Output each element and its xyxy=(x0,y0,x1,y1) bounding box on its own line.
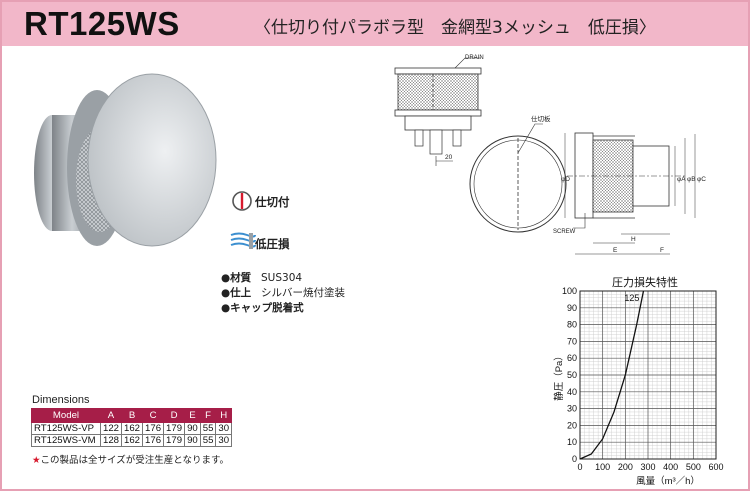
product-description: 〈仕切り付パラボラ型 金網型3メッシュ 低圧損〉 xyxy=(254,18,656,38)
label-phi-a: φA xyxy=(677,176,686,183)
spec-finish-value: シルバー焼付塗装 xyxy=(261,287,345,299)
label-drain: DRAIN xyxy=(465,55,484,61)
col-model: Model xyxy=(31,408,101,423)
label-phi-b: φB xyxy=(687,176,696,183)
label-f: F xyxy=(660,247,664,254)
y-tick-label: 20 xyxy=(567,420,577,430)
chart-y-axis-label: 静圧（Pa） xyxy=(553,351,565,401)
col-f: F xyxy=(199,408,217,423)
x-tick-label: 100 xyxy=(595,462,610,472)
plot-frame xyxy=(579,290,717,460)
col-b: B xyxy=(121,408,144,423)
table-cell: RT125WS-VP xyxy=(31,422,101,435)
note-star: ★ xyxy=(32,455,41,466)
table-row: RT125WS-VM 128 162 176 179 90 55 30 xyxy=(31,434,233,447)
table-cell: RT125WS-VM xyxy=(31,434,101,447)
front-view xyxy=(469,123,567,233)
x-tick-label: 200 xyxy=(618,462,633,472)
y-tick-label: 90 xyxy=(567,303,577,313)
feature-label-partition: 仕切付 xyxy=(255,195,290,209)
y-tick-label: 80 xyxy=(567,320,577,330)
table-cell: 179 xyxy=(163,434,186,447)
table-cell: 176 xyxy=(142,434,165,447)
chart-ticks: 0 100 200 300 400 500 600 0 10 20 30 40 50 60 70 80 90 10… xyxy=(562,286,724,472)
y-tick-label: 30 xyxy=(567,404,577,414)
parabola-cap xyxy=(87,73,217,247)
table-cell: 162 xyxy=(121,422,144,435)
dimensions-title: Dimensions xyxy=(32,394,90,406)
table-cell: 90 xyxy=(184,422,201,435)
label-e: E xyxy=(613,247,618,254)
x-tick-label: 400 xyxy=(663,462,678,472)
col-e: E xyxy=(184,408,201,423)
table-cell: 122 xyxy=(99,422,123,435)
series-label: 125 xyxy=(624,293,639,303)
spec-finish-key: ●仕上 xyxy=(221,287,252,299)
x-tick-label: 300 xyxy=(640,462,655,472)
y-tick-label: 50 xyxy=(567,370,577,380)
spec-cap: ●キャップ脱着式 xyxy=(221,300,304,315)
spec-cap-key: ●キャップ脱着式 xyxy=(221,302,304,314)
chart-title: 圧力損失特性 xyxy=(612,275,678,289)
chart-x-axis-label: 風量（m³／h） xyxy=(636,475,700,487)
label-screw: SCREW xyxy=(553,229,576,235)
table-cell: 179 xyxy=(163,422,186,435)
feature-label-low-pressure: 低圧損 xyxy=(255,237,290,251)
y-tick-label: 100 xyxy=(562,286,577,296)
table-cell: 128 xyxy=(99,434,123,447)
table-cell: 30 xyxy=(215,434,233,447)
col-d: D xyxy=(163,408,186,423)
table-cell: 176 xyxy=(142,422,165,435)
table-cell: 162 xyxy=(121,434,144,447)
low-pressure-loss-icon xyxy=(230,232,256,249)
spec-material-value: SUS304 xyxy=(261,272,303,284)
header-bar: RT125WS 〈仕切り付パラボラ型 金網型3メッシュ 低圧損〉 xyxy=(2,2,748,46)
spec-finish: ●仕上シルバー焼付塗装 xyxy=(221,285,345,300)
col-c: C xyxy=(142,408,165,423)
technical-drawing: DRAIN 20 仕切板 SCREW φD φA φB φC E F H xyxy=(394,55,706,255)
table-cell: 30 xyxy=(215,422,233,435)
side-view xyxy=(564,132,696,255)
label-phi-c: φC xyxy=(697,176,706,183)
y-tick-label: 10 xyxy=(567,437,577,447)
table-cell: 55 xyxy=(199,434,217,447)
model-title: RT125WS xyxy=(24,5,180,42)
dimensions-header-row: Model A B C D E F H xyxy=(31,408,233,423)
y-tick-label: 60 xyxy=(567,353,577,363)
table-cell: 90 xyxy=(184,434,201,447)
chart-grid xyxy=(579,290,717,460)
label-dim-20: 20 xyxy=(445,154,453,161)
table-cell: 55 xyxy=(199,422,217,435)
x-tick-label: 500 xyxy=(686,462,701,472)
col-a: A xyxy=(99,408,123,423)
label-partition-plate: 仕切板 xyxy=(531,114,551,123)
x-tick-label: 0 xyxy=(577,462,582,472)
x-tick-label: 600 xyxy=(708,462,723,472)
dimensions-table: Model A B C D E F H RT125WS-VP 122 162 1… xyxy=(31,408,233,447)
chart-series: 125 xyxy=(579,290,645,460)
table-row: RT125WS-VP 122 162 176 179 90 55 30 xyxy=(31,422,233,435)
top-view xyxy=(394,57,482,166)
order-note: ★この製品は全サイズが受注生産となります。 xyxy=(32,452,229,466)
spec-material: ●材質 SUS304 xyxy=(221,270,302,285)
label-h: H xyxy=(631,236,636,243)
series-line xyxy=(579,290,645,460)
y-tick-label: 40 xyxy=(567,387,577,397)
y-tick-label: 0 xyxy=(572,454,577,464)
partition-icon xyxy=(232,191,252,211)
label-phi-d: φD xyxy=(561,176,570,183)
product-photo xyxy=(34,73,217,247)
col-h: H xyxy=(215,408,233,423)
y-tick-label: 70 xyxy=(567,336,577,346)
pressure-loss-chart: 圧力損失特性 0 100 200 300 400 500 600 0 10 20 30 40 50 60 7… xyxy=(553,275,724,487)
note-text: この製品は全サイズが受注生産となります。 xyxy=(40,455,230,466)
spec-material-key: ●材質 xyxy=(221,272,252,284)
